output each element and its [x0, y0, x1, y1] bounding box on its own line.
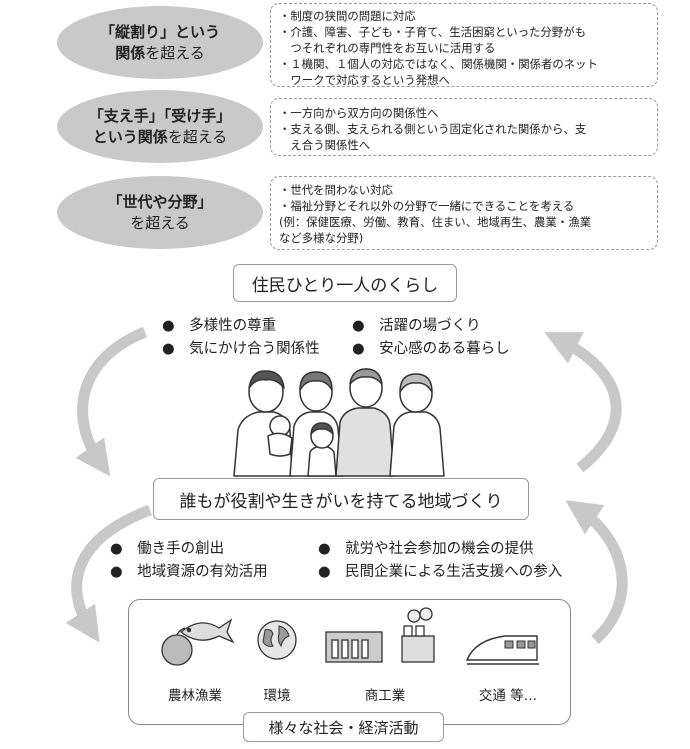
section-title-rest: を超える: [145, 43, 205, 62]
arrow-left-upper: [75, 326, 148, 477]
section-title-line1: 「支え手」「受け手」: [88, 106, 232, 125]
life-title: 住民ひとり一人のくらし: [251, 275, 439, 296]
community-title-box: 誰もが役割や生きがいを持てる地域づくり: [153, 478, 529, 520]
life-bullets-left: ● 多様性の尊重 ● 気にかけ合う関係性: [162, 315, 320, 361]
arrow-right-upper: [544, 332, 622, 473]
fish-and-fruit-icon: [161, 618, 235, 666]
description-line: ・１機関、１個人の対応ではなく、関係機関・関係者のネット: [279, 57, 598, 71]
economy-label: 商工業: [364, 688, 406, 704]
description-line: ・一方向から双方向の関係性へ: [279, 106, 439, 120]
community-bullet: ● 民間企業による生活支援への参入: [318, 564, 563, 580]
arrow-right-lower: [565, 500, 628, 645]
section-title-bold: 関係: [115, 43, 146, 62]
grandfather-icon: [335, 407, 395, 477]
community-bullet: ● 就労や社会参加の機会の提供: [318, 541, 534, 557]
community-bullets-right: ● 就労や社会参加の機会の提供 ● 民間企業による生活支援への参入: [318, 538, 562, 584]
section-description-box: ・一方向から双方向の関係性へ ・支える側、支えられる側という固定化された関係から…: [270, 98, 658, 156]
life-bullets-right: ● 活躍の場づくり ● 安心感のある暮らし: [352, 315, 510, 361]
community-bullet: ● 地域資源の有効活用: [110, 564, 268, 580]
economy-title-box: 様々な社会・経済活動: [243, 712, 444, 742]
economy-label: 農林漁業: [168, 688, 222, 704]
life-bullet: ● 活躍の場づくり: [352, 318, 481, 334]
section-description-box: ・制度の狭間の問題に対応 ・介護、障害、子ども・子育て、生活困窮といった分野がも…: [270, 3, 658, 87]
section-title-rest: を超える: [167, 127, 228, 146]
community-bullet: ● 働き手の創出: [110, 541, 225, 557]
section-title-line1: 「縦割り」という: [99, 22, 220, 41]
description-line: ワークで対応するという発想へ: [279, 73, 450, 87]
section-title-bold: という関係: [92, 127, 168, 146]
description-line: ・福祉分野とそれ以外の分野で一緒にできることを考える: [279, 199, 575, 213]
section-title-rest: を超える: [130, 213, 190, 232]
community-title: 誰もが役割や生きがいを持てる地域づくり: [179, 491, 503, 512]
bullet-train-icon: [465, 635, 539, 665]
section-oval-vertical-division: 「縦割り」という 関係を超える: [57, 6, 263, 79]
arrow-left-lower: [65, 504, 152, 643]
section-title-line1: 「世代や分野」: [107, 192, 213, 211]
life-bullet: ● 多様性の尊重: [162, 318, 277, 334]
family-illustration: [233, 368, 445, 477]
life-bullet: ● 安心感のある暮らし: [352, 341, 510, 357]
child-icon: [307, 445, 337, 477]
life-bullet: ● 気にかけ合う関係性: [162, 341, 320, 357]
grandmother-icon: [389, 411, 445, 477]
economy-title: 様々な社会・経済活動: [268, 718, 419, 737]
globe-icon: [257, 620, 297, 660]
community-bullets-left: ● 働き手の創出 ● 地域資源の有効活用: [110, 538, 268, 584]
economy-label: 環境: [263, 688, 291, 704]
factory-icon: [325, 607, 435, 663]
description-line: つそれぞれの専門性をお互いに活用する: [279, 41, 496, 55]
description-line: え合う関係性へ: [279, 138, 371, 152]
section-description-box: ・世代を問わない対応 ・福祉分野とそれ以外の分野で一緒にできることを考える (例…: [270, 176, 658, 250]
description-line: など多様な分野): [279, 231, 364, 245]
description-line: (例：保健医療、労働、教育、住まい、地域再生、農業・漁業: [279, 215, 591, 229]
description-line: ・世代を問わない対応: [279, 183, 393, 197]
section-oval-generation-field: 「世代や分野」 を超える: [57, 176, 263, 249]
section-oval-supporter-receiver: 「支え手」「受け手」 という関係を超える: [57, 90, 263, 163]
life-title-box: 住民ひとり一人のくらし: [233, 264, 457, 302]
description-line: ・介護、障害、子ども・子育て、生活困窮といった分野がも: [279, 25, 586, 39]
description-line: ・支える側、支えられる側という固定化された関係から、支: [279, 122, 587, 136]
description-line: ・制度の狭間の問題に対応: [279, 9, 416, 23]
economy-label: 交通 等…: [478, 688, 538, 704]
